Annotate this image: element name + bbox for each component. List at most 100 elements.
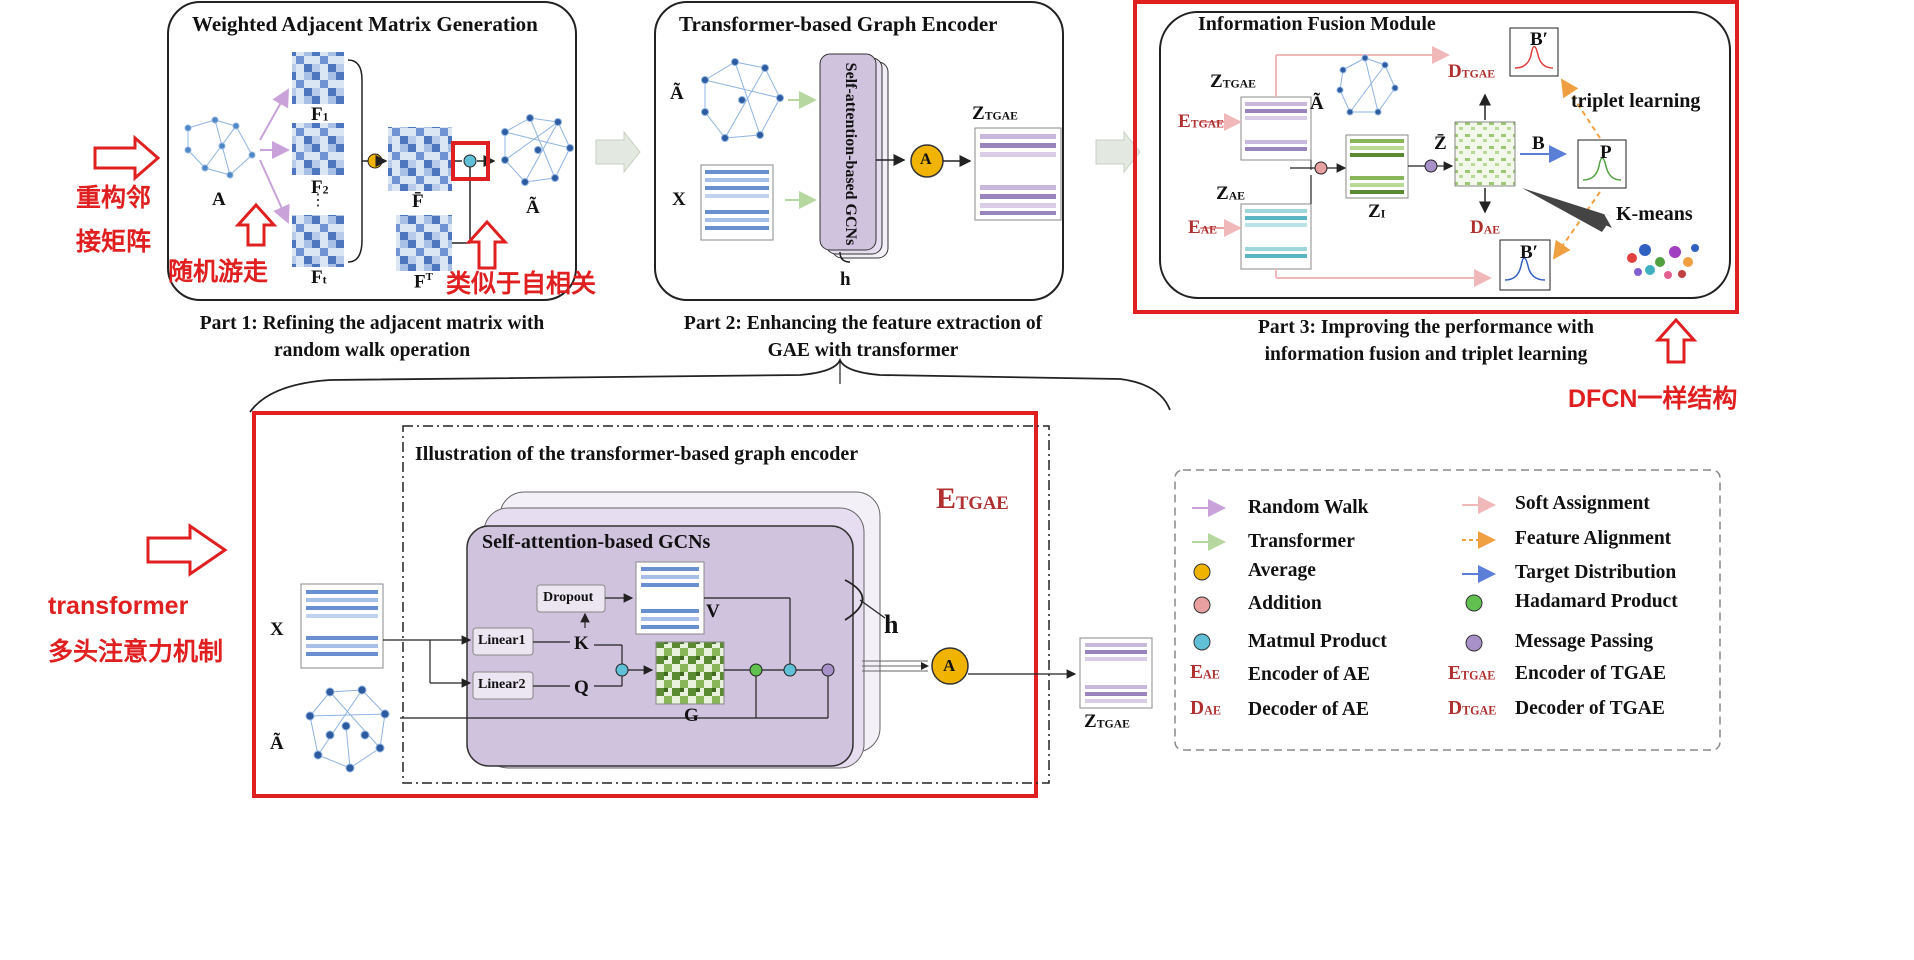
zbar-matrix-part3 (1454, 121, 1516, 187)
label-d-ae-part3: DAE (1470, 217, 1501, 238)
label-b-prime-top: B′ (1530, 29, 1549, 50)
graph-a-tilde-part3 (1336, 54, 1399, 116)
annotation-reconstruct-adj-1: 重构邻 (76, 184, 152, 212)
label-a-tilde-part3: Ã (1310, 93, 1324, 114)
encoder-title: Illustration of the transformer-based gr… (415, 443, 859, 465)
label-e-ae-part3: EAE (1188, 217, 1218, 238)
matrix-fbar (388, 127, 452, 191)
matrix-f1 (292, 52, 344, 104)
svg-text:⋮: ⋮ (310, 192, 326, 209)
annotation-reconstruct-adj-2: 接矩阵 (76, 228, 152, 256)
legend-matmul: Matmul Product (1248, 631, 1387, 652)
average-node-encoder (931, 647, 969, 685)
zl-matrix-part3 (1345, 134, 1409, 199)
annotation-transformer: transformer (48, 592, 189, 620)
legend-feature-alignment: Feature Alignment (1515, 528, 1672, 549)
legend-etgae-symbol: ETGAE (1448, 663, 1496, 684)
legend-message-passing: Message Passing (1515, 631, 1654, 652)
legend-hadamard: Hadamard Product (1515, 591, 1678, 612)
annotation-random-walk: 随机游走 (168, 258, 269, 286)
z-tgae-matrix-encoder (1079, 637, 1153, 709)
legend-average: Average (1248, 560, 1316, 581)
matrix-f2 (292, 123, 344, 175)
label-k: K (574, 633, 589, 654)
legend-target-distribution: Target Distribution (1515, 562, 1677, 583)
matrix-ft (292, 215, 344, 267)
label-ft-transpose: FT (414, 271, 433, 293)
label-zbar-part3: Z̄ (1434, 133, 1447, 154)
annotation-autocorrelation: 类似于自相关 (446, 270, 597, 298)
label-kmeans: K-means (1616, 203, 1693, 225)
etgae-matrix-part3 (1240, 96, 1312, 161)
part3-title: Information Fusion Module (1198, 13, 1436, 35)
kmeans-cluster-icon (1627, 244, 1699, 279)
gcn-label-encoder: Self-attention-based GCNs (482, 531, 711, 553)
legend-addition: Addition (1248, 593, 1322, 614)
graph-a-tilde-part2 (701, 58, 784, 142)
part1-caption: Part 1: Refining the adjacent matrix wit… (199, 313, 545, 361)
label-b-prime-bottom: B′ (1520, 242, 1539, 263)
label-a-tilde-encoder: Ã (270, 733, 284, 754)
legend-eae-symbol: EAE (1190, 662, 1220, 683)
highlight-box-matmul (451, 141, 490, 181)
legend-encoder-ae: Encoder of AE (1248, 664, 1371, 685)
eae-matrix-part3 (1240, 203, 1312, 270)
label-z-tgae-part2: ZTGAE (972, 103, 1019, 124)
label-p: P (1600, 142, 1612, 163)
matrix-ft-transpose (396, 215, 452, 271)
encoder-dashed-frame (402, 425, 1050, 784)
annotation-dfcn: DFCN一样结构 (1568, 385, 1738, 413)
part1-title: Weighted Adjacent Matrix Generation (192, 12, 538, 36)
gcn-label-part2: Self-attention-based GCNs (842, 62, 859, 246)
average-symbol-encoder: A (943, 656, 956, 675)
part2-title: Transformer-based Graph Encoder (679, 12, 998, 36)
label-f1: F1 (311, 104, 329, 125)
feature-x-part2 (700, 164, 774, 241)
dropout-label: Dropout (543, 590, 594, 605)
label-e-tgae-part3: ETGAE (1178, 111, 1225, 132)
legend-encoder-tgae: Encoder of TGAE (1515, 663, 1666, 684)
average-symbol-part2: A (920, 151, 932, 168)
label-z-tgae-encoder: ZTGAE (1084, 711, 1131, 732)
label-b: B (1532, 133, 1545, 154)
linear2-label: Linear2 (478, 677, 526, 692)
annotation-arrows (93, 134, 1698, 577)
label-fbar: F̄ (412, 191, 424, 212)
graph-a-tilde-encoder (305, 685, 390, 773)
graph-a (184, 116, 256, 179)
g-matrix (655, 641, 725, 705)
b-prime-bottom-box (1499, 239, 1551, 291)
feature-x-encoder (300, 583, 384, 669)
part3-highlight-box (1133, 0, 1739, 314)
b-prime-top-box (1509, 27, 1559, 77)
legend-dae-symbol: DAE (1190, 698, 1221, 719)
p-box (1577, 139, 1627, 189)
v-matrix (635, 561, 705, 635)
label-e-tgae-encoder: ETGAE (936, 482, 1009, 515)
legend-soft-assignment: Soft Assignment (1515, 493, 1650, 514)
label-ft: Ft (311, 267, 327, 288)
label-a-tilde-part2: Ã (670, 83, 684, 104)
label-triplet-learning: triplet learning (1571, 90, 1701, 112)
legend-frame (1174, 469, 1721, 751)
legend-dtgae-symbol: DTGAE (1448, 698, 1497, 719)
legend-decoder-tgae: Decoder of TGAE (1515, 698, 1665, 719)
linear1-label: Linear1 (478, 633, 526, 648)
label-g: G (684, 705, 699, 726)
gcn-block-part2 (819, 53, 877, 251)
part2-caption: Part 2: Enhancing the feature extraction… (683, 313, 1043, 361)
label-x-part2: X (672, 189, 686, 210)
legend-random-walk: Random Walk (1248, 497, 1369, 518)
part3-caption: Part 3: Improving the performance with i… (1258, 317, 1594, 365)
legend-decoder-ae: Decoder of AE (1248, 699, 1369, 720)
label-x-encoder: X (270, 619, 284, 640)
label-q: Q (574, 677, 589, 698)
encoder-highlight-box (252, 411, 1038, 798)
label-v: V (706, 601, 720, 622)
annotation-multihead-attention: 多头注意力机制 (48, 638, 224, 666)
z-tgae-matrix-part2 (974, 127, 1062, 221)
part1-panel (167, 1, 577, 301)
label-a: A (212, 189, 226, 210)
